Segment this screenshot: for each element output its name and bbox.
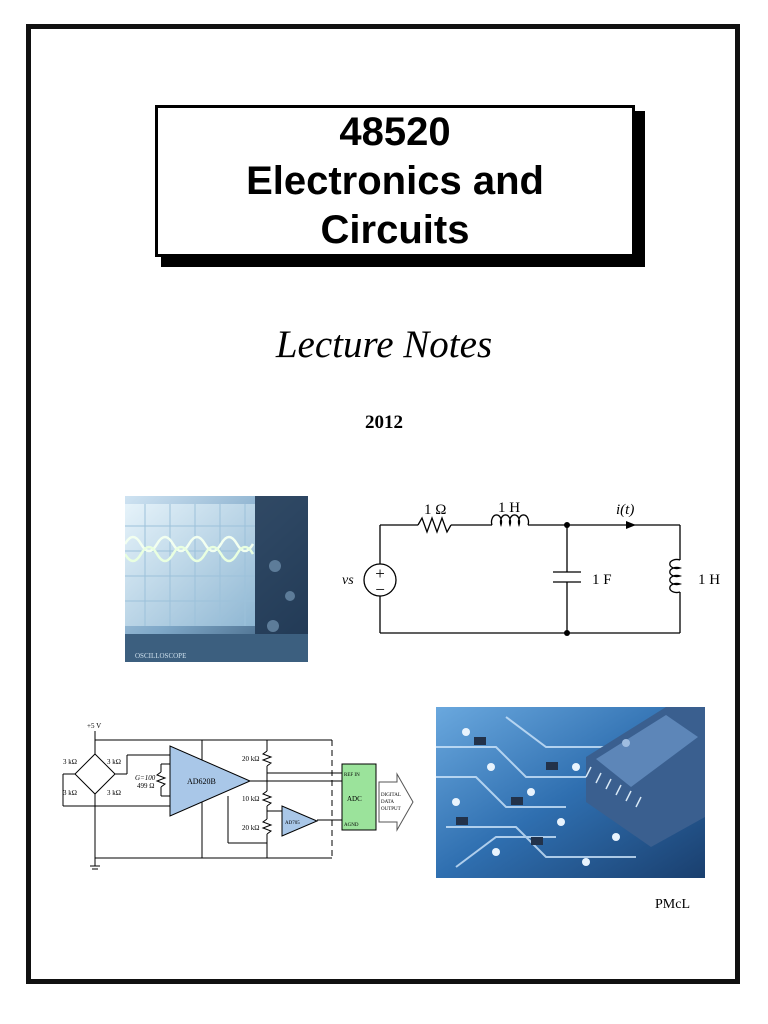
source-plus: + — [375, 564, 385, 583]
capacitor-value: 1 F — [592, 572, 612, 588]
source-minus: − — [375, 580, 385, 599]
r-bot-label: 20 kΩ — [242, 824, 259, 832]
source-label: vs — [342, 573, 354, 588]
bridge-r2-label: 3 kΩ — [107, 758, 121, 766]
output-label-3: OUTPUT — [381, 807, 401, 812]
r-top-label: 20 kΩ — [242, 755, 259, 763]
circuit-board-photo — [436, 707, 705, 878]
gain-resistor-label: 499 Ω — [137, 782, 154, 790]
course-title-line2: Circuits — [320, 207, 470, 252]
series-inductor-value: 1 H — [498, 500, 520, 516]
r-mid-label: 10 kΩ — [242, 795, 259, 803]
author-initials: PMcL — [655, 897, 690, 912]
output-label-1: DIGITAL — [381, 793, 401, 798]
resistor-value: 1 Ω — [424, 502, 446, 518]
course-title-line1: Electronics and — [246, 158, 544, 203]
adc-label: ADC — [347, 795, 362, 803]
course-number: 48520 — [339, 109, 451, 154]
current-label: i(t) — [616, 502, 634, 518]
output-label-2: DATA — [381, 800, 394, 805]
supply-label: +5 V — [87, 722, 101, 730]
gain-label: G=100 — [135, 774, 156, 782]
amplifier-adc-schematic: +5 V 3 kΩ 3 kΩ 3 kΩ 3 kΩ G=100 499 Ω AD6… — [62, 722, 414, 870]
inamp-label: AD620B — [187, 777, 216, 786]
agnd-label: AGND — [344, 823, 359, 828]
oscilloscope-label: OSCILLOSCOPE — [135, 652, 186, 660]
buffer-label: AD705 — [285, 821, 300, 826]
rlc-circuit-diagram: + − vs 1 Ω 1 H i(t) 1 F 1 H — [342, 500, 720, 636]
bridge-r3-label: 3 kΩ — [63, 789, 77, 797]
oscilloscope-photo: OSCILLOSCOPE — [125, 496, 308, 662]
shunt-inductor-value: 1 H — [698, 572, 720, 588]
title-box: 48520 Electronics and Circuits — [155, 105, 635, 257]
bridge-r1-label: 3 kΩ — [63, 758, 77, 766]
year: 2012 — [365, 412, 403, 433]
bridge-r4-label: 3 kΩ — [107, 789, 121, 797]
ref-in-label: REF IN — [344, 773, 360, 778]
subtitle: Lecture Notes — [275, 323, 493, 366]
